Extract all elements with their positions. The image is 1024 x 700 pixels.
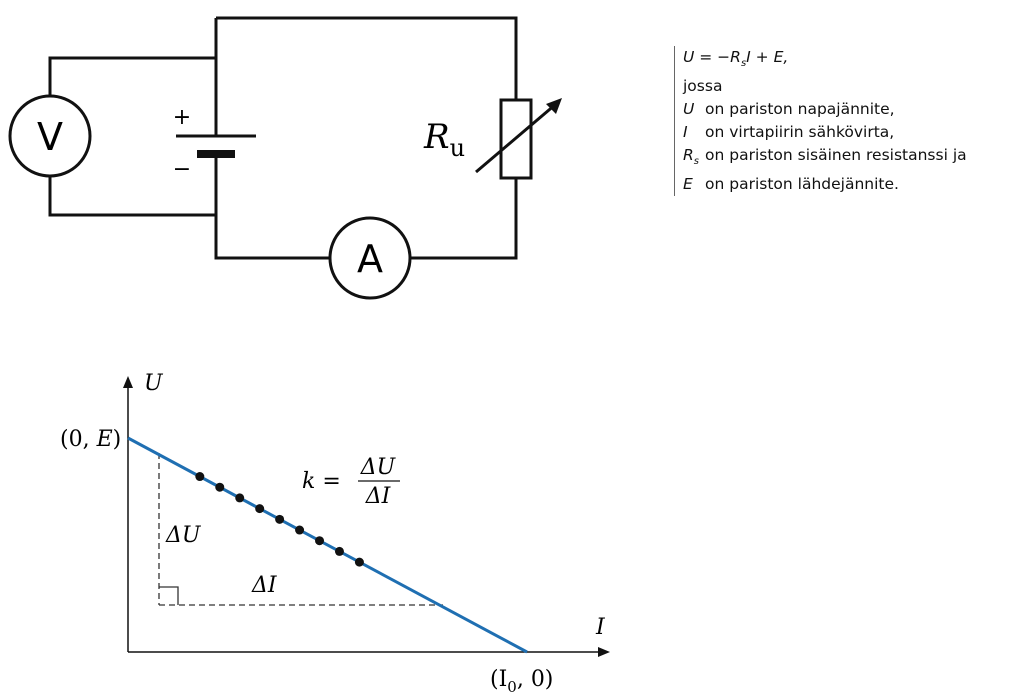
data-point [195,472,205,482]
data-point [235,493,245,503]
battery-minus-sign: − [173,157,191,182]
graph: U I (0, E) (I0, 0) ΔU ΔI k = ΔU ΔI [60,371,610,696]
x-axis-arrow [598,647,610,657]
data-point [215,482,225,492]
data-points [195,472,364,567]
voltmeter-wire-bottom [48,176,216,217]
resistor-label: Ru [423,117,465,162]
fitted-line [127,436,528,654]
slope-numerator: ΔU [360,455,397,480]
data-point [295,525,305,535]
wire-bottom [214,215,330,260]
ammeter-circle [328,216,412,300]
delta-u-label: ΔU [165,523,202,548]
voltmeter-circle [8,94,92,178]
data-point [275,514,285,524]
y-axis-arrow [123,376,133,388]
slope-k-label: k = [302,469,341,494]
data-point [315,536,325,546]
data-point [354,557,364,567]
variable-resistor-arrow-shaft [475,102,557,174]
delta-i-label: ΔI [251,573,278,598]
voltmeter-label: V [37,115,63,159]
x-intercept-label: (I0, 0) [490,667,553,696]
battery-plus-sign: + [173,105,191,130]
right-angle-marker [159,586,179,605]
variable-resistor-arrow-head [546,98,562,114]
data-point [334,546,344,556]
slope-denominator: ΔI [365,484,392,509]
voltmeter-wire-top [48,56,216,96]
wire-right [410,178,518,260]
y-intercept-label: (0, E) [60,427,121,452]
ammeter-label: A [357,237,383,281]
circuit [48,16,518,260]
wire-top [216,16,518,100]
legend-intro: jossa [683,77,723,96]
y-axis-label: U [144,371,164,396]
legend-formula: U = −RsI + E, [683,48,789,70]
x-axis-label: I [595,615,606,640]
data-point [255,504,265,514]
